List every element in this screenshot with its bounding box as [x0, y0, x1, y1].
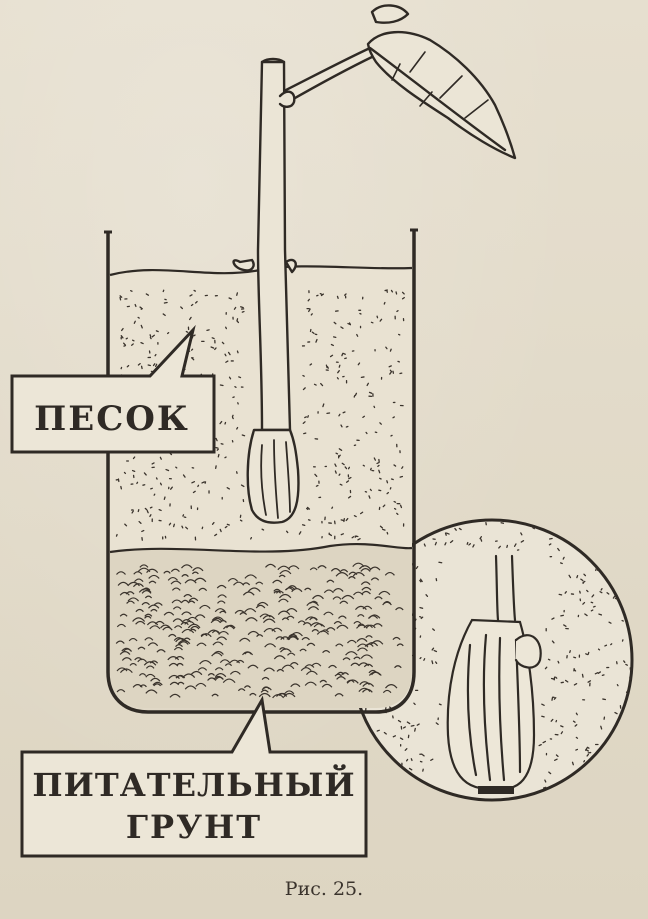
stem: [256, 60, 292, 432]
plant-cutting: [232, 4, 517, 524]
sand-label: ПЕСОК: [34, 399, 190, 439]
magnifier-inset: [350, 518, 634, 802]
soil-texture: [115, 562, 404, 699]
sand-callout-box: [10, 324, 216, 454]
nutrient-callout: ПИТАТЕЛЬНЫЙ ГРУНТ: [20, 695, 368, 858]
sand-callout: ПЕСОК: [10, 324, 216, 454]
nutrient-callout-box: [20, 695, 368, 858]
nutrient-label-line1: ПИТАТЕЛЬНЫЙ: [32, 764, 355, 804]
figure-caption: Рис. 25.: [284, 878, 364, 900]
leaf: [366, 30, 517, 160]
nutrient-label-line2: ГРУНТ: [126, 808, 262, 846]
magnified-cutting: [446, 554, 542, 794]
